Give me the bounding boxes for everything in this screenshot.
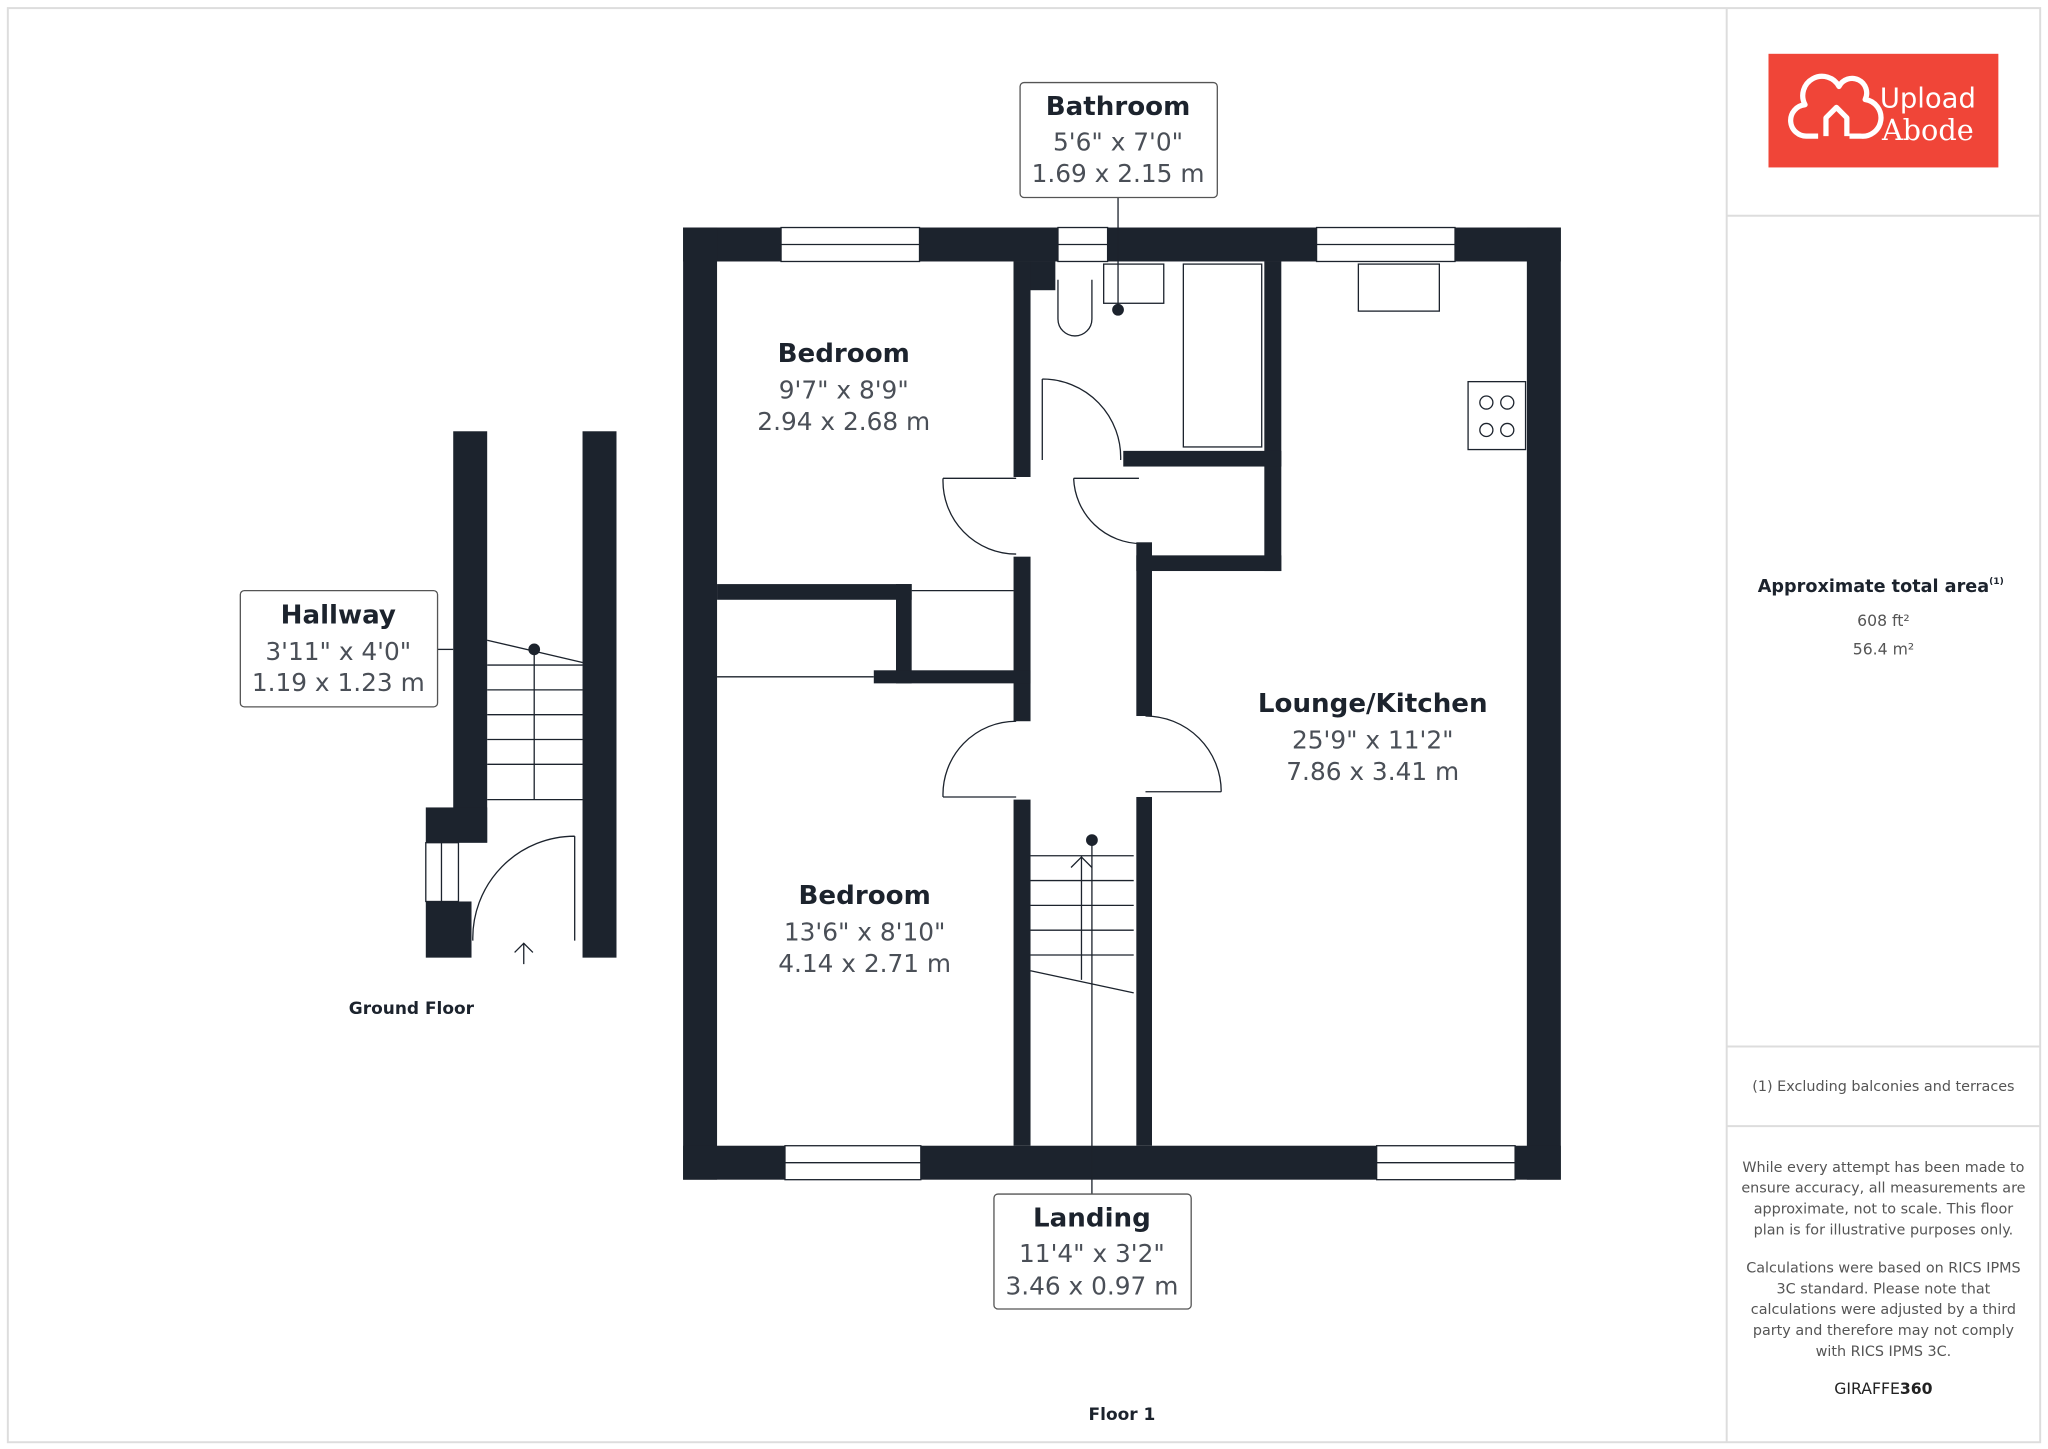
room-size-imperial: 3'11" x 4'0"	[265, 637, 411, 666]
cloud-house-icon	[1788, 73, 1884, 139]
room-size-imperial: 25'9" x 11'2"	[1292, 726, 1454, 755]
room-name: Lounge/Kitchen	[1258, 689, 1488, 719]
floor1-windows	[780, 226, 1516, 1181]
ground-floor-walls	[425, 431, 617, 958]
hob-icon	[1467, 380, 1527, 451]
door-swing	[472, 835, 576, 941]
room-size-metric: 1.69 x 2.15 m	[1032, 159, 1205, 188]
disclaimer-line: ensure accuracy, all measurements are	[1741, 1181, 2025, 1197]
calc-line: calculations were adjusted by a third	[1751, 1302, 2016, 1318]
room-name: Bedroom	[799, 881, 931, 911]
room-size-metric: 4.14 x 2.71 m	[778, 949, 951, 978]
room-name: Bedroom	[778, 339, 910, 369]
door-swing	[1072, 477, 1142, 545]
room-name: Landing	[1033, 1204, 1151, 1234]
area-ft: 608 ft²	[1857, 611, 1910, 630]
footnote: (1) Excluding balconies and terraces	[1752, 1079, 2014, 1095]
label-bedroom-2: Bedroom 13'6" x 8'10" 4.14 x 2.71 m	[778, 881, 951, 978]
disclaimer-line: plan is for illustrative purposes only.	[1754, 1223, 2014, 1239]
giraffe360-credit: GIRAFFE360	[1834, 1379, 1932, 1398]
calc-line: 3C standard. Please note that	[1777, 1281, 1991, 1297]
room-size-metric: 7.86 x 3.41 m	[1286, 757, 1459, 786]
floor1-fixtures	[717, 197, 1527, 1195]
area-title: Approximate total area(1)	[1758, 577, 2004, 597]
room-size-imperial: 11'4" x 3'2"	[1019, 1239, 1165, 1268]
sheet-border	[6, 7, 2042, 1444]
room-name: Bathroom	[1046, 92, 1191, 122]
basin-icon	[1103, 263, 1165, 304]
area-m: 56.4 m²	[1853, 640, 1914, 659]
label-bedroom-1: Bedroom 9'7" x 8'9" 2.94 x 2.68 m	[757, 339, 930, 436]
bath-icon	[1182, 263, 1263, 448]
logo-text-upload: Upload	[1880, 83, 1976, 114]
room-size-metric: 3.46 x 0.97 m	[1005, 1272, 1178, 1301]
entrance-arrow-icon	[514, 942, 534, 965]
label-lounge-kitchen: Lounge/Kitchen 25'9" x 11'2" 7.86 x 3.41…	[1258, 689, 1488, 786]
door-swing	[942, 720, 1017, 798]
floor-1-label: Floor 1	[1089, 1405, 1156, 1425]
label-landing: Landing 11'4" x 3'2" 3.46 x 0.97 m	[993, 1193, 1192, 1310]
disclaimer-line: approximate, not to scale. This floor	[1754, 1202, 2014, 1218]
room-size-imperial: 9'7" x 8'9"	[779, 376, 909, 405]
disclaimer-line: While every attempt has been made to	[1742, 1160, 2024, 1176]
room-size-metric: 2.94 x 2.68 m	[757, 407, 930, 436]
ground-floor-label: Ground Floor	[349, 999, 475, 1019]
room-size-imperial: 5'6" x 7'0"	[1053, 127, 1183, 156]
door-swing	[1041, 378, 1122, 461]
upload-abode-logo: Upload Abode	[1768, 53, 1999, 168]
calc-line: with RICS IPMS 3C.	[1816, 1344, 1952, 1360]
toilet-icon	[1057, 279, 1093, 337]
room-size-imperial: 13'6" x 8'10"	[784, 918, 946, 947]
label-bathroom: Bathroom 5'6" x 7'0" 1.69 x 2.15 m	[1019, 81, 1218, 199]
calc-line: Calculations were based on RICS IPMS	[1746, 1260, 2020, 1276]
stairs-icon	[1030, 834, 1134, 1195]
logo-text-abode: Abode	[1881, 113, 1974, 147]
disclaimer: While every attempt has been made to ens…	[1741, 1160, 2025, 1360]
label-hallway: Hallway 3'11" x 4'0" 1.19 x 1.23 m	[239, 589, 439, 708]
room-name: Hallway	[281, 600, 396, 630]
stairs-icon	[487, 639, 583, 801]
ground-floor-fixtures	[437, 639, 583, 965]
calc-line: party and therefore may not comply	[1753, 1323, 2015, 1339]
sliding-door	[717, 589, 1014, 678]
room-size-metric: 1.19 x 1.23 m	[252, 668, 425, 697]
door-swing	[942, 477, 1017, 555]
sink-icon	[1357, 263, 1440, 312]
door-swing	[1145, 715, 1222, 793]
